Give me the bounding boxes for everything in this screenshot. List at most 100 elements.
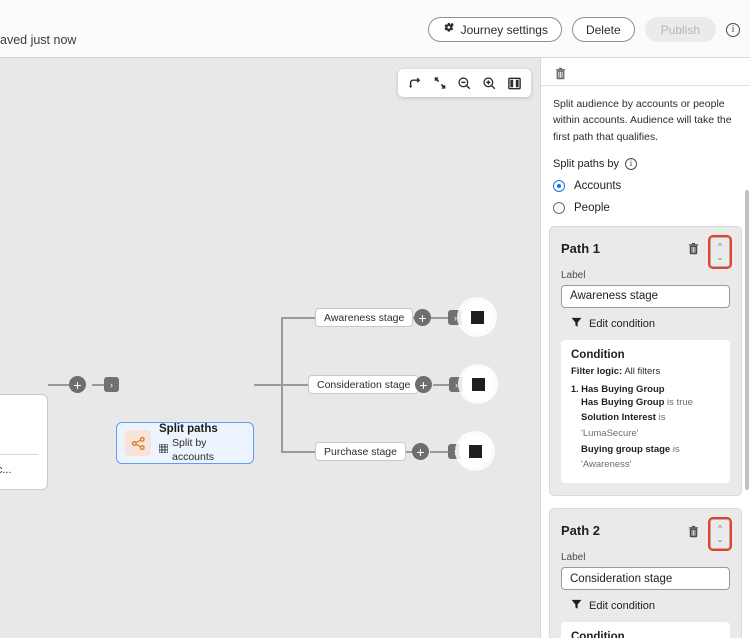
rule-op: is [667, 396, 674, 408]
edit-condition-label: Edit condition [589, 600, 656, 613]
connector-line [281, 384, 315, 386]
reorder-path-stepper[interactable]: ^ ⌄ [708, 517, 732, 552]
add-step-button[interactable]: + [69, 376, 86, 393]
condition-heading: Condition [571, 348, 625, 361]
radio-people-label: People [574, 201, 610, 214]
rule-field: Has Buying Group [581, 396, 665, 408]
path-label-input[interactable] [561, 284, 730, 308]
panel-scrollbar[interactable] [745, 190, 749, 490]
panel-description: Split audience by accounts or people wit… [553, 98, 732, 143]
info-icon[interactable]: i [625, 157, 638, 170]
filter-logic-row: Filter logic: All filters [571, 366, 720, 377]
delete-path-button[interactable] [684, 240, 702, 258]
delete-button[interactable]: Delete [571, 17, 635, 42]
connector-line [281, 451, 315, 453]
delete-path-button[interactable] [684, 522, 702, 540]
connector-line [433, 384, 450, 386]
edit-condition-button[interactable]: Edit condition [571, 317, 730, 331]
app-header: aved just now Journey settings Delete Pu… [0, 0, 750, 58]
condition-rule: Buying group stage is 'Awareness' [581, 442, 720, 473]
journey-settings-button[interactable]: Journey settings [427, 17, 562, 42]
saved-status-text: aved just now [0, 33, 77, 47]
filter-icon [571, 599, 582, 613]
add-step-button[interactable]: + [412, 443, 429, 460]
publish-label: Publish [660, 22, 700, 37]
zoom-in-icon[interactable] [479, 72, 501, 94]
chevron-up-icon[interactable]: ^ [718, 524, 722, 534]
chevron-down-icon[interactable]: ⌄ [716, 252, 724, 262]
split-node-title: Split paths [159, 422, 218, 435]
panel-body: Split audience by accounts or people wit… [541, 86, 750, 214]
condition-rule: Solution Interest is 'LumaSecure' [581, 410, 720, 441]
header-actions: Journey settings Delete Publish i [427, 17, 740, 42]
split-node-subtitle-row: Split by accounts [158, 436, 245, 464]
path-card-2: Path 2 ^ ⌄ Label Edit condition Conditio… [549, 508, 742, 638]
fit-to-screen-icon[interactable] [429, 72, 451, 94]
path-title: Path 2 [561, 523, 601, 539]
divider [0, 454, 38, 455]
chevron-down-icon[interactable]: ⌄ [716, 535, 724, 545]
chevron-up-icon[interactable]: ^ [718, 241, 722, 251]
end-node[interactable] [459, 435, 491, 467]
branch-label-3[interactable]: Purchase stage [315, 442, 406, 461]
edit-condition-button[interactable]: Edit condition [571, 599, 730, 613]
stop-square-icon [468, 444, 482, 458]
rule-field: Solution Interest [581, 412, 656, 424]
upstream-node-value: umaSec... [0, 464, 12, 476]
split-paths-node[interactable]: Split paths Split by accounts [116, 422, 254, 464]
split-node-subtitle: Split by accounts [172, 437, 215, 464]
rule-field: Buying group stage [581, 443, 671, 455]
journey-canvas[interactable]: ring ent umaSec... + › Split paths [0, 58, 540, 638]
filter-logic-label: Filter logic: [571, 365, 623, 377]
zoom-out-icon[interactable] [454, 72, 476, 94]
condition-summary: Condition Filter logic: All filters 1. H… [561, 622, 730, 638]
connector-line [281, 317, 315, 319]
split-paths-settings-panel: Split audience by accounts or people wit… [540, 58, 750, 638]
end-node[interactable] [462, 368, 494, 400]
publish-button[interactable]: Publish [644, 17, 716, 42]
split-paths-by-row: Split paths by i [553, 157, 738, 170]
add-step-button[interactable]: + [415, 376, 432, 393]
grid-icon [158, 443, 169, 457]
chevron-right-icon[interactable]: › [448, 310, 463, 325]
map-overview-icon[interactable] [504, 72, 526, 94]
upstream-node[interactable]: ring ent umaSec... [0, 394, 48, 490]
rule-op: is [658, 412, 666, 424]
radio-option-people[interactable]: People [553, 201, 738, 214]
add-step-button[interactable]: + [414, 309, 431, 326]
rule-value: true [676, 396, 693, 408]
info-icon[interactable]: i [726, 22, 740, 37]
path-label-input[interactable] [561, 567, 730, 591]
edit-condition-label: Edit condition [589, 317, 656, 330]
rule-value: 'Awareness' [581, 459, 632, 471]
radio-option-accounts[interactable]: Accounts [553, 179, 738, 192]
reorder-path-stepper[interactable]: ^ ⌄ [708, 234, 732, 269]
path-label-caption: Label [561, 269, 586, 281]
split-paths-by-label: Split paths by [553, 157, 620, 170]
connector-line [254, 384, 282, 386]
path-card-1: Path 1 ^ ⌄ Label Edit condition Conditio… [549, 225, 742, 497]
path-title: Path 1 [561, 240, 601, 256]
upstream-node-title: ring [0, 405, 38, 417]
upstream-node-subtitle: ent [0, 432, 38, 444]
delete-step-button[interactable] [551, 64, 569, 82]
radio-accounts-label: Accounts [574, 179, 622, 192]
panel-header [541, 58, 750, 86]
end-node[interactable] [461, 301, 493, 333]
branch-label-2[interactable]: Consideration stage [308, 375, 420, 394]
path-card-header: Path 1 ^ ⌄ [561, 234, 732, 269]
radio-accounts-icon [553, 179, 565, 192]
branch-label-1[interactable]: Awareness stage [315, 308, 414, 327]
chevron-right-icon[interactable]: › [449, 377, 464, 392]
rule-op: is [672, 443, 680, 455]
filter-logic-value: All filters [624, 365, 661, 377]
chevron-right-icon[interactable]: › [104, 377, 119, 392]
journey-settings-label: Journey settings [460, 22, 548, 37]
condition-index: 1. [571, 383, 579, 394]
stop-square-icon [471, 377, 485, 391]
undo-icon[interactable] [404, 72, 426, 94]
condition-rule: Has Buying Group is true [581, 395, 720, 411]
connector-line [48, 384, 82, 386]
canvas-toolbar [398, 69, 531, 97]
